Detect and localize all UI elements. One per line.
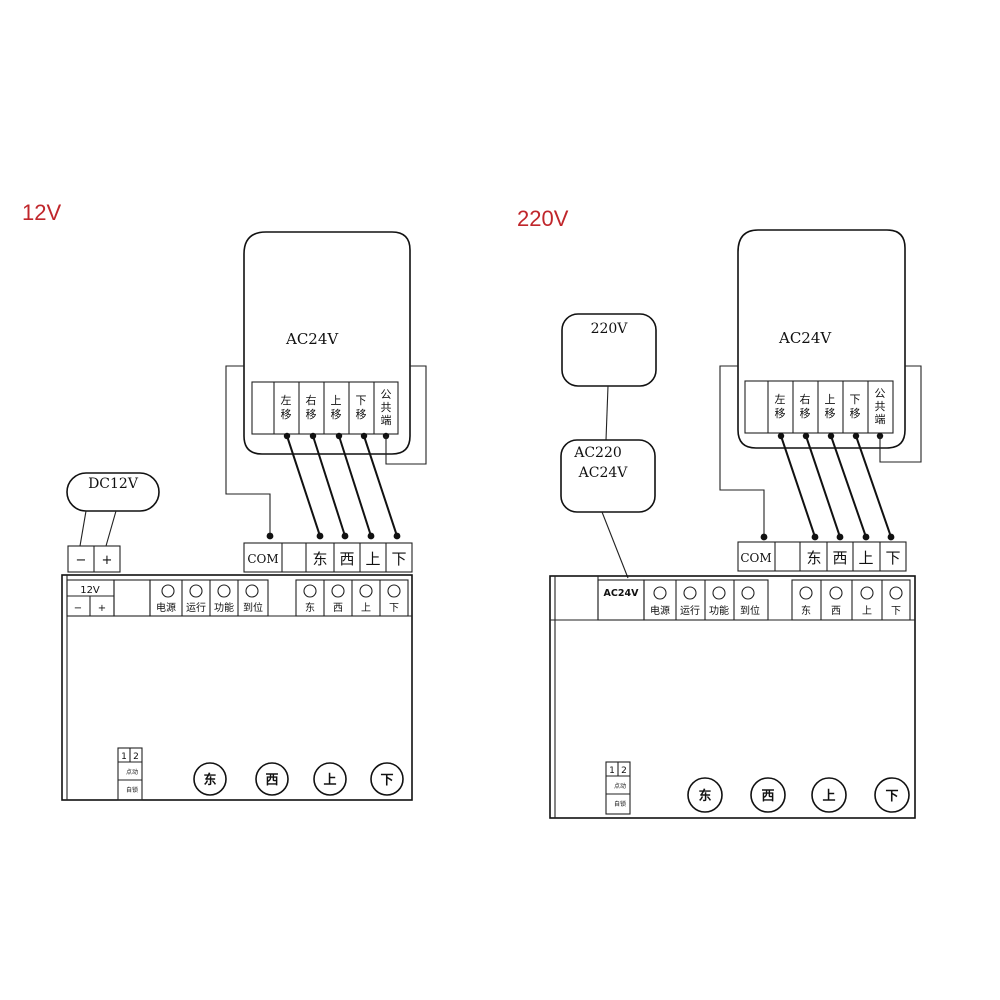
right-title: 220V <box>517 206 569 231</box>
right-term-up: 上 <box>858 549 873 567</box>
right-term-com: COM <box>740 551 771 565</box>
right-term-5b: 共 <box>875 400 886 413</box>
ac-transformer: AC220 AC24V <box>560 439 656 579</box>
left-title: 12V <box>22 200 61 225</box>
right-dled-down: 下 <box>891 606 901 617</box>
left-term-5b: 共 <box>381 401 392 414</box>
left-dled-up: 上 <box>361 602 371 614</box>
left-controller-board: 12V − + 电源 运行 功能 到位 东 西 上 下 1 2 <box>61 574 413 801</box>
right-term-1b: 移 <box>775 407 786 420</box>
right-term-3b: 移 <box>825 407 836 420</box>
left-dip-r1: 点动 <box>126 768 138 776</box>
right-term-3a: 上 <box>825 393 836 406</box>
right-term-west: 西 <box>832 549 847 567</box>
ac220v-source: 220V <box>561 313 657 441</box>
board-12v-label: 12V <box>80 585 100 596</box>
dc12v-source: DC12V − + <box>66 472 160 573</box>
left-btn-down[interactable]: 下 <box>380 773 393 788</box>
left-term-3b: 移 <box>331 408 342 421</box>
right-dip-h1: 1 <box>609 766 615 776</box>
left-plus-terminal: + <box>102 553 113 568</box>
left-minus-terminal: − <box>76 553 87 568</box>
left-term-down: 下 <box>391 550 406 568</box>
right-adapter-label: AC24V <box>778 329 832 347</box>
left-term-5c: 端 <box>381 414 392 427</box>
right-term-1a: 左 <box>775 393 786 406</box>
right-led-function: 功能 <box>709 604 729 617</box>
left-term-2b: 移 <box>306 408 317 421</box>
ac220v-label: 220V <box>591 321 629 337</box>
left-led-run: 运行 <box>186 601 206 614</box>
left-term-2a: 右 <box>306 393 317 407</box>
left-led-function: 功能 <box>214 601 234 614</box>
left-dip-r2: 自锁 <box>126 786 138 794</box>
right-term-east: 东 <box>806 549 821 567</box>
right-term-2a: 右 <box>800 392 811 406</box>
right-btn-west[interactable]: 西 <box>761 789 774 804</box>
right-dled-up: 上 <box>862 605 872 617</box>
right-dip-r1: 点动 <box>614 782 626 790</box>
left-term-5a: 公 <box>381 388 392 401</box>
left-dled-down: 下 <box>389 603 399 614</box>
left-led-arrived: 到位 <box>243 601 263 614</box>
right-dip-h2: 2 <box>621 766 627 776</box>
right-controller-board: AC24V 电源 运行 功能 到位 东 西 上 下 1 2 点动 自锁 <box>549 575 916 819</box>
left-term-up: 上 <box>365 550 380 568</box>
right-adapter-module: AC24V 左 移 右 移 上 移 下 移 公 共 端 <box>737 229 906 449</box>
left-term-1b: 移 <box>281 408 292 421</box>
board-ac24v-label: AC24V <box>604 588 640 599</box>
left-btn-east[interactable]: 东 <box>203 772 216 788</box>
transformer-line1: AC220 <box>573 445 622 461</box>
right-dled-west: 西 <box>831 606 841 617</box>
left-term-4a: 下 <box>356 394 367 407</box>
right-dled-east: 东 <box>801 604 811 617</box>
left-btn-up[interactable]: 上 <box>323 773 336 788</box>
right-term-5c: 端 <box>875 413 886 426</box>
left-dip-h1: 1 <box>121 752 127 762</box>
left-term-4b: 移 <box>356 408 367 421</box>
right-controller-terminals: COM 东 西 上 下 <box>737 541 907 572</box>
right-btn-east[interactable]: 东 <box>698 788 711 804</box>
left-dip-h2: 2 <box>133 752 139 762</box>
left-led-power: 电源 <box>156 601 176 614</box>
right-term-5a: 公 <box>875 387 886 400</box>
left-controller-terminals: COM 东 西 上 下 <box>243 542 413 573</box>
left-term-1a: 左 <box>281 394 292 407</box>
left-btn-west[interactable]: 西 <box>265 773 278 788</box>
left-term-west: 西 <box>339 550 354 568</box>
right-term-4a: 下 <box>850 393 861 406</box>
right-dip-r2: 自锁 <box>614 800 626 808</box>
right-term-2b: 移 <box>800 407 811 420</box>
board-plus: + <box>98 603 106 614</box>
right-btn-down[interactable]: 下 <box>885 789 898 804</box>
left-adapter-module: AC24V 左 移 右 移 上 移 下 移 公 共 端 <box>243 231 411 455</box>
dc12v-label: DC12V <box>88 476 139 492</box>
left-dled-east: 东 <box>305 601 315 614</box>
left-term-3a: 上 <box>331 394 342 407</box>
left-term-east: 东 <box>312 550 327 568</box>
right-wires <box>719 365 922 541</box>
right-term-4b: 移 <box>850 407 861 420</box>
left-term-com: COM <box>247 552 278 566</box>
left-adapter-label: AC24V <box>285 330 339 348</box>
right-term-down: 下 <box>885 549 900 567</box>
right-led-run: 运行 <box>680 604 700 617</box>
right-led-power: 电源 <box>650 604 670 617</box>
right-btn-up[interactable]: 上 <box>822 789 835 804</box>
board-minus: − <box>74 603 82 614</box>
left-wires <box>225 365 427 540</box>
left-dled-west: 西 <box>333 603 343 614</box>
transformer-line2: AC24V <box>578 465 629 481</box>
right-led-arrived: 到位 <box>740 604 760 617</box>
